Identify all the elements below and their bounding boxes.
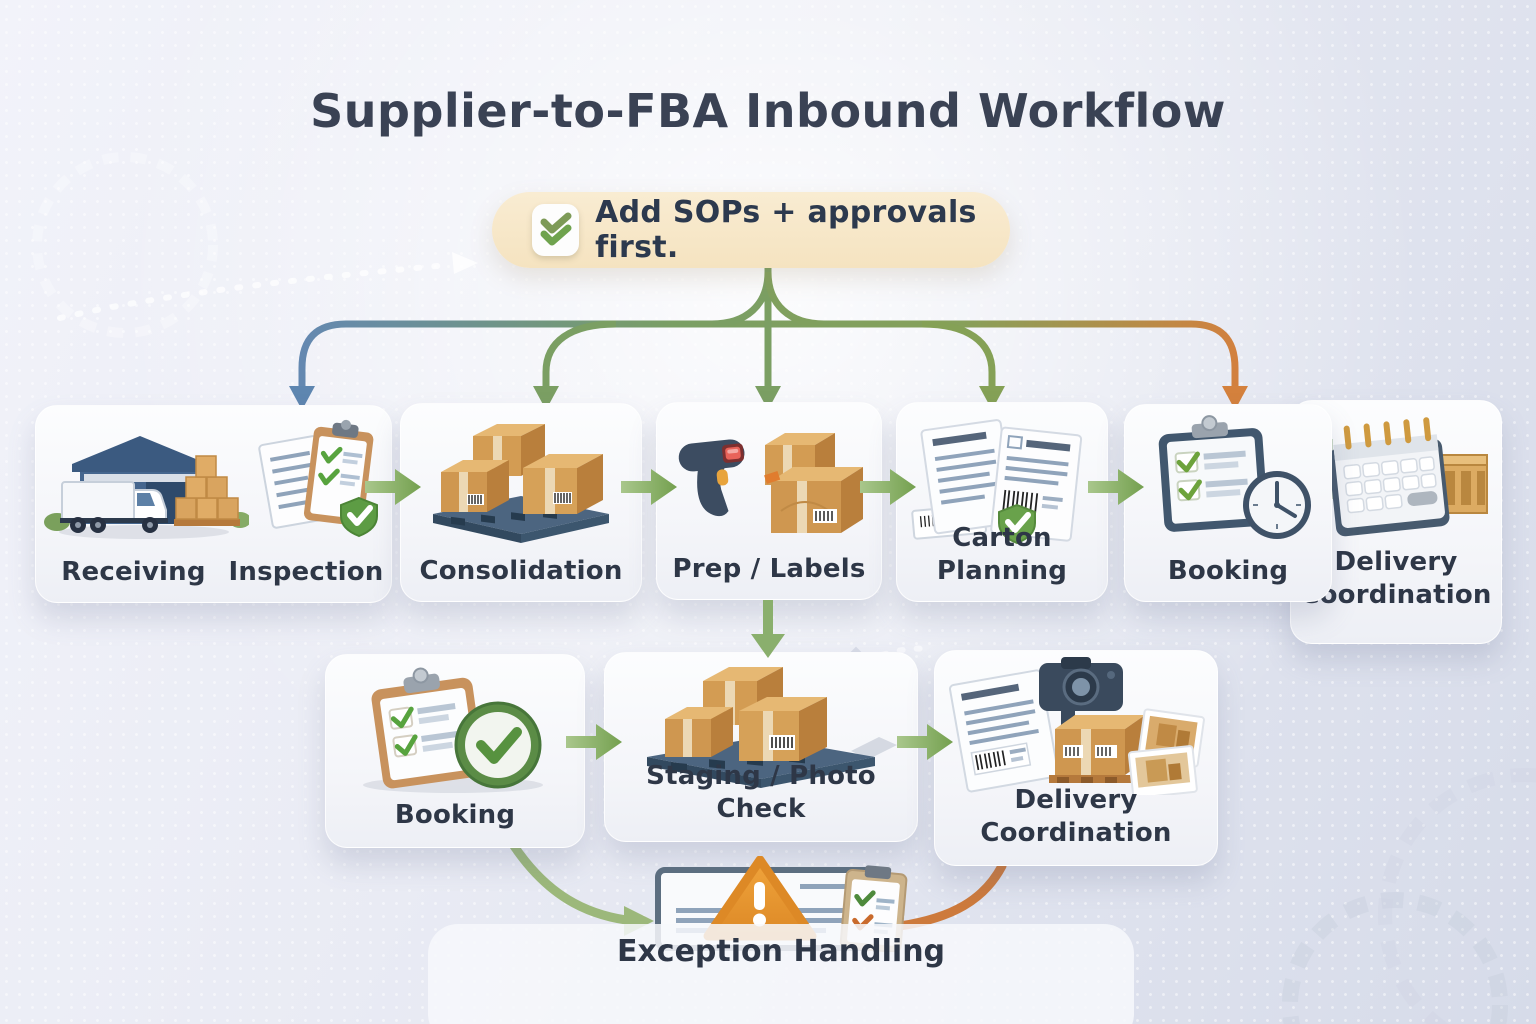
calendar-crate-icon — [1301, 417, 1488, 537]
flow-arrow-right-icon — [897, 724, 953, 760]
delivery-coordination-top-label: Delivery Coordination — [1300, 547, 1492, 610]
delivery-coordination-2-label: Delivery Coordination — [980, 785, 1172, 848]
card-delivery-coordination-2: Delivery Coordination — [934, 650, 1218, 866]
card-carton-planning: Carton Planning — [896, 402, 1108, 602]
photo-print — [1127, 745, 1198, 795]
green-curved-arrow-icon — [509, 841, 631, 925]
dashed-arrow-icon — [57, 262, 451, 321]
green-arrowhead-icon — [533, 386, 559, 410]
prep-labels-label: Prep / Labels — [672, 553, 866, 584]
clock-icon — [1243, 471, 1311, 539]
flow-arrow-right-icon — [1088, 469, 1144, 505]
flow-arrow-down-icon — [751, 600, 785, 658]
booking-2-label: Booking — [394, 799, 516, 830]
shield-check-icon — [340, 496, 378, 538]
orange-arrowhead-icon — [1222, 386, 1248, 410]
flow-arrow-right-icon — [365, 469, 421, 505]
inspection-clipboard-icon — [258, 419, 378, 538]
green-arrowhead-icon — [979, 386, 1005, 410]
carton-planning-label: Carton Planning — [936, 523, 1068, 586]
inspection-label: Inspection — [228, 556, 384, 587]
camera-box-photos-icon — [948, 657, 1205, 795]
banner-text: Add SOPs + approvals first. — [595, 195, 977, 265]
gear-decoration-icon — [1378, 768, 1536, 1024]
pallet-boxes-icon — [433, 424, 609, 543]
footer-highlight-band — [428, 924, 1134, 1024]
card-consolidation: Consolidation — [400, 403, 642, 602]
flow-arrow-right-icon — [860, 469, 916, 505]
dashed-arrow-icon — [849, 645, 931, 671]
flow-arrow-right-icon — [566, 724, 622, 760]
barcode-scanner-icon — [678, 433, 863, 533]
sop-approval-banner: Add SOPs + approvals first. — [492, 192, 1010, 268]
calendar — [1328, 417, 1450, 537]
card-staging-photo-check: Staging / Photo Check — [604, 652, 918, 842]
shield-check-icon — [998, 503, 1036, 545]
circle-decoration-icon — [32, 152, 218, 338]
card-booking-top: Booking — [1124, 404, 1332, 602]
booking-top-label: Booking — [1167, 555, 1289, 586]
double-checkmark-icon — [532, 204, 580, 256]
receiving-label: Receiving — [61, 556, 206, 587]
gear-decoration-icon — [1282, 892, 1508, 1024]
consolidation-label: Consolidation — [419, 555, 623, 586]
card-booking-2: Booking — [325, 654, 585, 848]
approved-check-icon — [454, 701, 542, 789]
blue-arrowhead-icon — [289, 386, 315, 410]
green-arrowhead-icon — [755, 386, 781, 410]
branch-connector-arrows — [298, 268, 1239, 388]
card-receiving-inspection: Receiving Inspection — [35, 405, 392, 603]
clipboard-clock-icon — [1158, 415, 1311, 539]
clipboard-approved-icon — [363, 667, 543, 793]
staging-pallet-boxes-icon — [647, 667, 897, 788]
flow-arrow-right-icon — [621, 469, 677, 505]
card-prep-labels: Prep / Labels — [656, 402, 882, 600]
carton-documents-icon — [911, 419, 1083, 545]
staging-photo-check-label: Staging / Photo Check — [646, 761, 876, 824]
exception-handling-label: Exception Handling — [616, 934, 946, 969]
scanner-body — [678, 439, 745, 517]
page-title: Supplier-to-FBA Inbound Workflow — [310, 84, 1226, 138]
warehouse-truck-icon — [44, 436, 249, 539]
orange-curved-arrow-icon — [895, 861, 1007, 931]
